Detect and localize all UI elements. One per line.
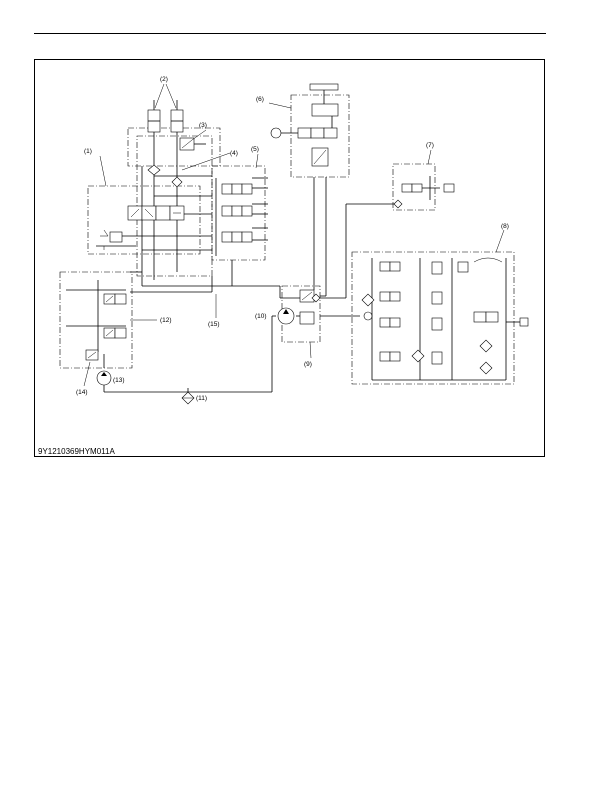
- leader-6: [268, 102, 292, 109]
- callout-8: (8): [501, 223, 509, 230]
- diagram-frame: [34, 59, 545, 457]
- leader-5: [255, 153, 259, 169]
- leader-14: [83, 361, 91, 387]
- steering-unit-6: [270, 83, 339, 167]
- boundary-5: [211, 165, 266, 261]
- leader-4: [181, 152, 231, 171]
- callout-3: (3): [199, 122, 207, 129]
- callout-7: (7): [426, 142, 434, 149]
- figure-code: 9Y1210369HYM011A: [38, 447, 115, 456]
- callout-15: (15): [208, 321, 220, 328]
- boundary-6: [290, 94, 350, 178]
- connector-8: [363, 311, 373, 321]
- callout-9: (9): [304, 361, 312, 368]
- leader-2b: [165, 83, 177, 109]
- leader-8: [495, 229, 505, 253]
- control-valve-1: [96, 205, 185, 250]
- header-rule: [34, 33, 546, 34]
- lift-cylinders: [147, 100, 184, 133]
- pump-13: [96, 370, 112, 386]
- valve-12: [103, 293, 127, 339]
- priority-valve-9: [299, 289, 321, 325]
- check-valve-4b: [171, 176, 183, 188]
- boundary-12: [59, 271, 133, 369]
- check-valve-4: [147, 164, 161, 176]
- valve-3: [179, 137, 206, 151]
- valve-7: [393, 176, 455, 209]
- callout-2: (2): [160, 76, 168, 83]
- boundary-8: [351, 251, 515, 385]
- hydraulic-block-8: [361, 257, 529, 381]
- leader-7: [427, 149, 432, 165]
- pump-10: [277, 307, 295, 325]
- boundary-cylinders: [127, 127, 221, 167]
- callout-6: (6): [256, 96, 264, 103]
- leader-9: [309, 341, 312, 359]
- leader-3: [191, 129, 207, 141]
- pump-10-arrow: [283, 309, 289, 314]
- callout-14: (14): [76, 389, 88, 396]
- boundary-1: [87, 185, 201, 255]
- callout-11: (11): [196, 395, 207, 402]
- leader-2a: [154, 83, 165, 109]
- leader-1: [99, 155, 107, 187]
- pipe-network: [66, 132, 398, 393]
- callout-5: (5): [251, 146, 259, 153]
- callout-1: (1): [84, 148, 92, 155]
- callout-13: (13): [113, 377, 125, 384]
- callout-4: (4): [230, 150, 238, 157]
- pump-13-arrow: [101, 372, 107, 376]
- callout-12: (12): [160, 317, 172, 324]
- valve-bank-5: [215, 177, 268, 256]
- callout-10: (10): [255, 313, 267, 320]
